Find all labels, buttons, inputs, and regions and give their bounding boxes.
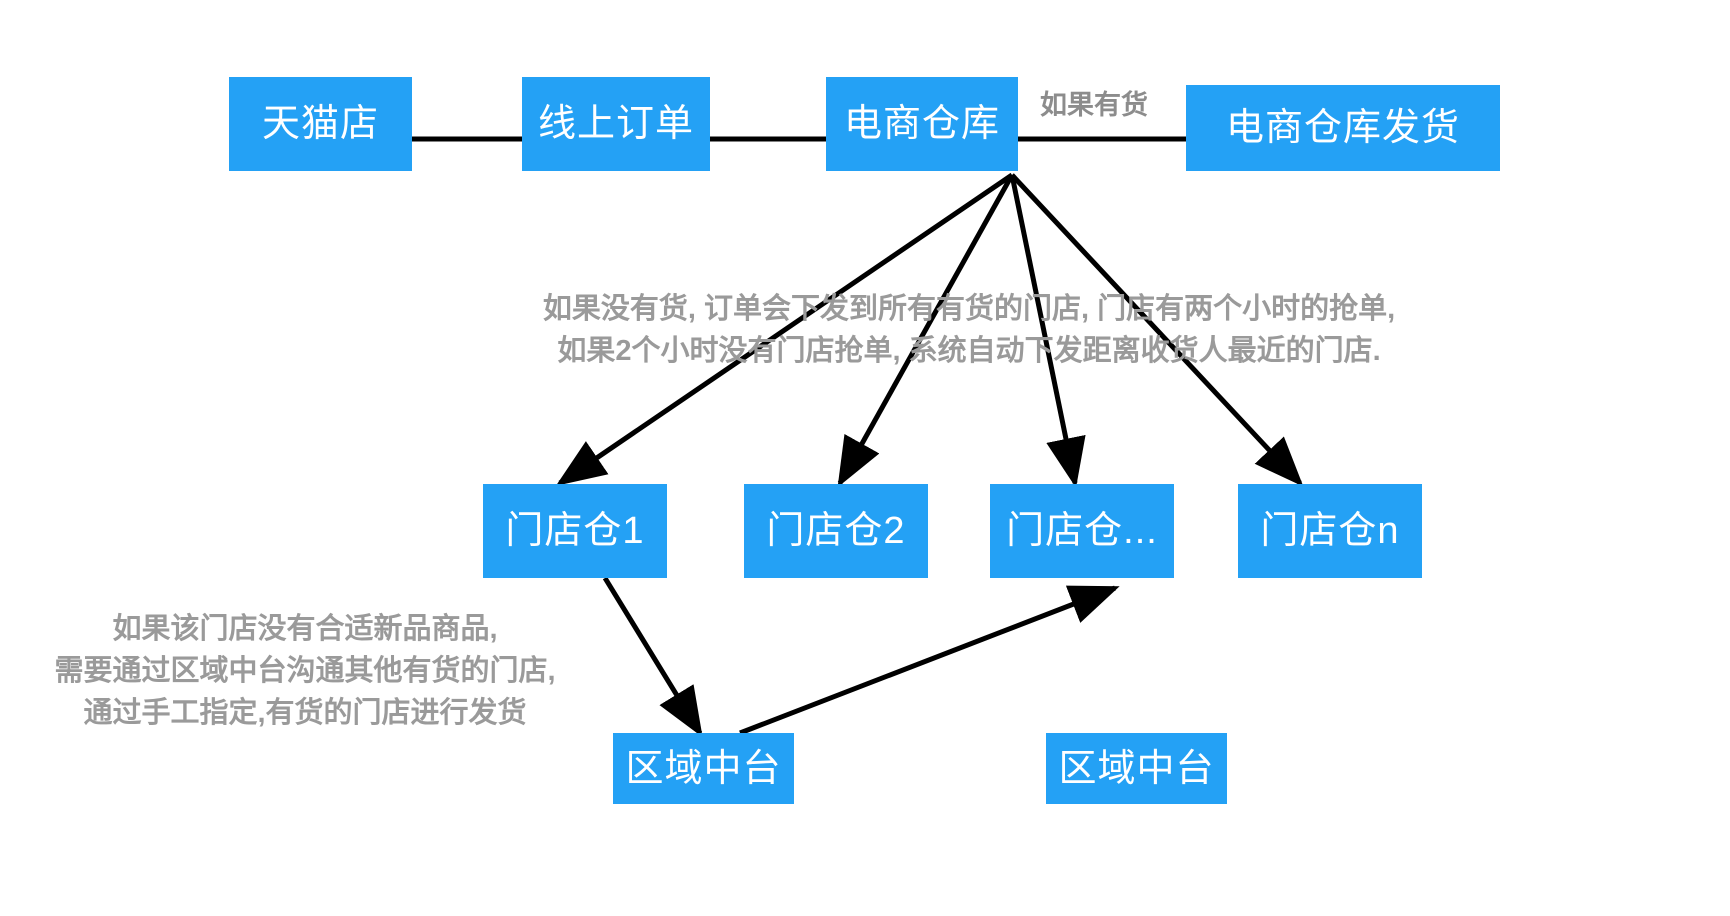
node-label: 线上订单 <box>537 103 694 145</box>
note-line: 如果该门店没有合适新品商品, <box>112 613 498 645</box>
note-line: 如果2个小时没有门店抢单, 系统自动下发距离收货人最近的门店. <box>557 335 1381 367</box>
note-manual-dispatch: 如果该门店没有合适新品商品, 需要通过区域中台沟通其他有货的门店, 通过手工指定… <box>0 608 610 734</box>
node-ecom-warehouse-ship[interactable]: 电商仓库发货 <box>1186 85 1500 171</box>
node-label: 天猫店 <box>261 103 379 145</box>
node-store-warehouse-2[interactable]: 门店仓2 <box>744 484 928 578</box>
note-line: 需要通过区域中台沟通其他有货的门店, <box>54 655 556 687</box>
node-label: 电商仓库 <box>843 103 1000 145</box>
edge-warehouse-to-store2 <box>837 173 1015 488</box>
node-label: 门店仓1 <box>505 510 645 552</box>
node-store-warehouse-ellipsis[interactable]: 门店仓... <box>990 484 1174 578</box>
node-label: 门店仓2 <box>766 510 906 552</box>
node-label: 门店仓... <box>1006 510 1158 552</box>
node-label: 区域中台 <box>1058 747 1215 790</box>
edge-warehouse-to-store-ellipsis <box>1009 174 1086 488</box>
note-line: 如果没有货, 订单会下发到所有有货的门店, 门店有两个小时的抢单, <box>542 293 1396 325</box>
note-out-of-stock: 如果没有货, 订单会下发到所有有货的门店, 门店有两个小时的抢单, 如果2个小时… <box>484 288 1454 372</box>
node-tmall-store[interactable]: 天猫店 <box>229 77 412 171</box>
edge-regional-hub-to-store-ellipsis <box>739 585 1120 736</box>
node-regional-hub-left[interactable]: 区域中台 <box>613 733 794 804</box>
node-store-warehouse-1[interactable]: 门店仓1 <box>483 484 667 578</box>
edge-store1-to-regional-hub <box>602 576 703 738</box>
node-regional-hub-right[interactable]: 区域中台 <box>1046 733 1227 804</box>
edge-label-if-in-stock: 如果有货 <box>1038 83 1150 122</box>
edge-warehouse-to-store-n <box>1010 173 1304 487</box>
node-store-warehouse-n[interactable]: 门店仓n <box>1238 484 1422 578</box>
note-line: 通过手工指定,有货的门店进行发货 <box>83 697 527 729</box>
node-label: 区域中台 <box>625 747 782 790</box>
node-ecom-warehouse[interactable]: 电商仓库 <box>826 77 1018 171</box>
node-label: 电商仓库发货 <box>1225 107 1460 149</box>
node-label: 门店仓n <box>1260 510 1400 552</box>
node-online-order[interactable]: 线上订单 <box>522 77 710 171</box>
edge-warehouse-to-store1 <box>555 172 1014 486</box>
